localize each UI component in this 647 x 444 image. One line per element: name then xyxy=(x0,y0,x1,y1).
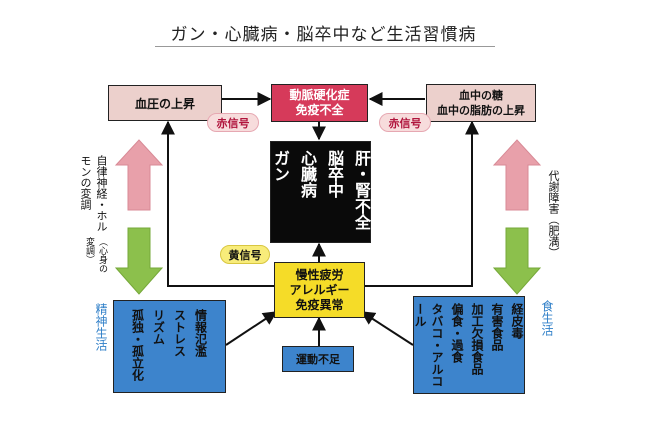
cause-information-overload: 情報氾濫 xyxy=(193,309,208,357)
cause-tobacco-alcohol: タバコ・アルコール xyxy=(413,303,444,387)
diseases-box: 肝・腎不全 脳卒中 心臓病 ガン xyxy=(270,141,371,243)
autonomic-nerve-main: 自律神経・ホルモンの変調 xyxy=(79,155,108,232)
left-pink-up-arrow xyxy=(114,139,164,211)
disease-liver-kidney: 肝・腎不全 xyxy=(352,150,371,230)
metabolic-disorder-label: 代謝障害（肥満） xyxy=(547,170,560,258)
cause-stress: ストレス xyxy=(172,309,187,357)
cause-unbalanced-diet: 偏食・過食 xyxy=(450,303,464,363)
mental-life-category: 精神生活 xyxy=(94,303,108,351)
arrow-yellow-to-left xyxy=(161,120,274,287)
immune-abnormality-label: 免疫異常 xyxy=(295,297,344,312)
disease-stroke: 脳卒中 xyxy=(325,150,344,198)
cause-isolation: 孤独・孤立化 xyxy=(130,309,145,381)
red-signal-left: 赤信号 xyxy=(207,113,259,132)
lack-of-exercise-label: 運動不足 xyxy=(296,353,340,366)
arteriosclerosis-box: 動脈硬化症 免疫不全 xyxy=(271,84,368,122)
diet-causes-box: 経皮毒 有害食品 加工欠損食品 偏食・過食 タバコ・アルコール xyxy=(413,296,525,394)
mental-causes-box: 情報氾濫 ストレス リズム 孤独・孤立化 xyxy=(113,300,226,393)
blood-pressure-box: 血圧の上昇 xyxy=(108,85,222,121)
diagram-title: ガン・心臓病・脳卒中など生活習慣病 xyxy=(170,25,477,45)
arrow-mental-to-yellow xyxy=(225,311,278,346)
allergy-label: アレルギー xyxy=(289,282,350,297)
lack-of-exercise-box: 運動不足 xyxy=(282,346,354,372)
autonomic-nerve-label: 自律神経・ホルモンの変調 （心身の変調） xyxy=(77,155,109,275)
blood-sugar-label: 血中の糖 xyxy=(459,89,503,102)
right-green-down-arrow xyxy=(492,227,542,295)
chronic-fatigue-box: 慢性疲労 アレルギー 免疫異常 xyxy=(274,262,365,318)
blood-fat-label: 血中の脂肪の上昇 xyxy=(437,104,525,117)
yellow-signal: 黄信号 xyxy=(220,245,270,264)
disease-cancer: ガン xyxy=(271,150,290,182)
blood-sugar-fat-box: 血中の糖 血中の脂肪の上昇 xyxy=(426,84,536,122)
disease-heart: 心臓病 xyxy=(298,150,317,198)
left-green-down-arrow xyxy=(114,227,164,295)
cause-processed-food: 加工欠損食品 xyxy=(470,303,484,375)
right-pink-up-arrow xyxy=(492,139,542,211)
red-signal-right: 赤信号 xyxy=(379,113,431,132)
immunodeficiency-label: 免疫不全 xyxy=(295,103,344,117)
arrow-diet-to-yellow xyxy=(360,311,414,346)
blood-pressure-label: 血圧の上昇 xyxy=(134,96,195,111)
arrow-yellow-to-right xyxy=(365,120,479,287)
autonomic-nerve-sub: （心身の変調） xyxy=(84,236,107,273)
title-underline xyxy=(155,46,495,47)
cause-rhythm: リズム xyxy=(151,309,166,345)
diet-category: 食生活 xyxy=(540,300,554,336)
cause-harmful-food: 有害食品 xyxy=(490,303,504,351)
arteriosclerosis-label: 動脈硬化症 xyxy=(289,88,350,102)
chronic-fatigue-label: 慢性疲労 xyxy=(295,267,344,282)
cause-transdermal-toxin: 経皮毒 xyxy=(510,303,524,339)
